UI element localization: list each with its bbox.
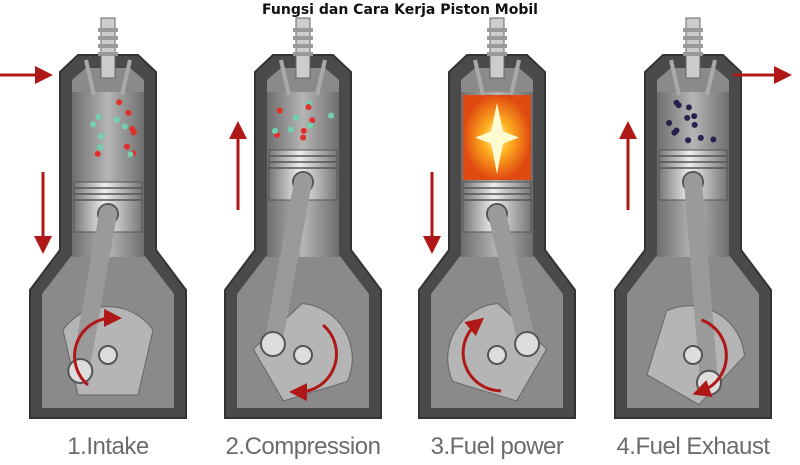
fuel-air-particle	[130, 129, 137, 136]
fuel-air-particle	[98, 133, 105, 140]
connecting-rod	[263, 173, 312, 354]
rotation-arrow	[289, 323, 338, 402]
fuel-air-particle	[300, 127, 307, 134]
engine-4	[614, 17, 792, 419]
fuel-air-particle	[97, 144, 104, 151]
exhaust-particle	[673, 99, 680, 106]
spark-plug-rib	[293, 44, 313, 48]
connecting-rod	[488, 205, 537, 354]
spark-plug-rib	[293, 36, 313, 40]
fuel-air-particle	[307, 122, 314, 129]
fuel-air-particle	[293, 114, 300, 121]
exhaust-valve	[509, 59, 521, 96]
intake-valve	[669, 59, 681, 96]
spark-plug-rib	[98, 36, 118, 40]
fuel-air-particle	[116, 99, 123, 106]
diagram-title: Fungsi dan Cara Kerja Piston Mobil	[262, 2, 538, 18]
fuel-air-particle	[94, 150, 101, 157]
exhaust-valve	[120, 59, 132, 96]
exhaust-particle	[684, 114, 691, 121]
exhaust-valve	[315, 59, 327, 96]
spark-plug-rib	[98, 28, 118, 32]
spark-plug-rib	[487, 36, 507, 40]
crank-pin	[259, 331, 286, 358]
rotation-arrow	[461, 317, 501, 393]
spark-plug-rib	[683, 44, 703, 48]
exhaust-valve	[705, 59, 717, 96]
crank-pin	[514, 331, 541, 358]
exhaust-particle	[685, 137, 692, 144]
fuel-air-particle	[309, 117, 316, 124]
fuel-air-particle	[127, 151, 134, 158]
spark-plug-rib	[487, 52, 507, 56]
spark-burst	[475, 103, 519, 174]
exhaust-particle	[697, 134, 704, 141]
spark-plug-rib	[487, 44, 507, 48]
crank-pin	[67, 358, 94, 384]
fuel-air-particle	[95, 113, 102, 120]
crankshaft	[683, 345, 703, 365]
spark-plug-rib	[293, 52, 313, 56]
spark-plug-rib	[683, 52, 703, 56]
stage-label-exhaust: 4.Fuel Exhaust	[616, 433, 770, 460]
crankshaft	[487, 345, 507, 365]
exhaust-particle	[673, 127, 680, 134]
fuel-air-particle	[90, 121, 97, 128]
engine-2	[224, 17, 382, 419]
fuel-air-particle	[124, 143, 131, 150]
rotation-arrow	[73, 308, 122, 387]
spark-plug-rib	[487, 28, 507, 32]
spark-plug-rib	[683, 36, 703, 40]
fuel-air-particle	[272, 127, 279, 134]
crankshaft	[293, 345, 313, 365]
fuel-air-particle	[287, 126, 294, 133]
exhaust-particle	[710, 136, 717, 143]
stage-label-compression: 2.Compression	[225, 433, 381, 460]
fuel-air-particle	[300, 134, 307, 141]
exhaust-particle	[666, 119, 673, 126]
exhaust-particle	[691, 113, 698, 120]
intake-valve	[279, 59, 291, 96]
fuel-air-particle	[327, 112, 334, 119]
rotation-arrow	[692, 318, 728, 397]
connecting-rod	[684, 173, 718, 392]
fuel-air-particle	[305, 104, 312, 111]
stage-label-intake: 1.Intake	[67, 433, 149, 460]
stage-label-power: 3.Fuel power	[430, 433, 564, 460]
spark-plug-rib	[683, 28, 703, 32]
fuel-air-particle	[276, 107, 283, 114]
fuel-air-particle	[125, 109, 132, 116]
exhaust-particle	[685, 104, 692, 111]
fuel-air-particle	[121, 123, 128, 130]
spark-plug-rib	[293, 28, 313, 32]
spark-plug-rib	[98, 52, 118, 56]
intake-valve	[473, 59, 485, 96]
engine-3	[418, 17, 576, 419]
connecting-rod	[71, 205, 117, 380]
engine-1	[0, 17, 187, 419]
crank-pin	[696, 369, 722, 396]
exhaust-particle	[691, 121, 698, 128]
intake-valve	[84, 59, 96, 96]
crankshaft	[98, 345, 118, 365]
spark-plug-rib	[98, 44, 118, 48]
fuel-air-particle	[113, 116, 120, 123]
